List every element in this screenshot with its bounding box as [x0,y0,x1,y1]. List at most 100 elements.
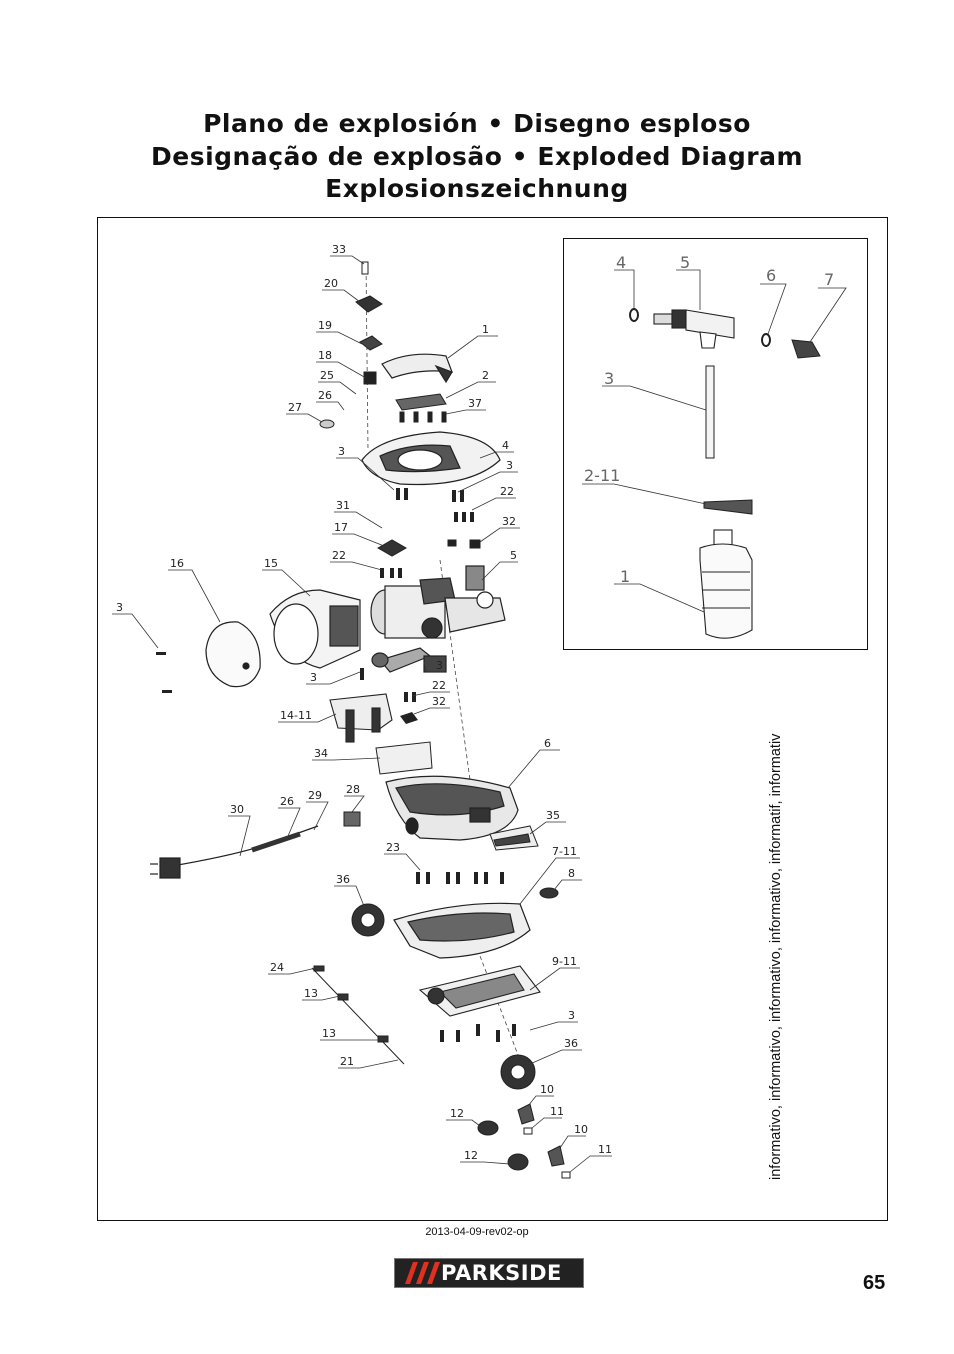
label-34: 34 [314,747,328,760]
label-29: 29 [308,789,322,802]
label-23: 23 [386,841,400,854]
title-line-3: Explosionszeichnung [325,174,629,203]
label-36b: 36 [564,1037,578,1050]
part-16-end-cap [205,621,261,688]
part-3-screws-lower [440,1024,516,1042]
part-18-switch [363,371,377,385]
part-33-screw [361,261,369,275]
revision-code: 2013-04-09-rev02-op [425,1226,529,1238]
label-31: 31 [336,499,350,512]
inset-label-5: 5 [680,253,690,272]
part-28-cable-gland [343,811,361,827]
label-18: 18 [318,349,332,362]
inset-label-6: 6 [766,266,776,285]
part-17-pcb [376,539,408,557]
inset-part-3-tube [705,365,715,459]
inset-label-2-11: 2-11 [584,466,620,485]
label-21: 21 [340,1055,354,1068]
part-22-nuts-upper [380,512,474,578]
informative-side-text: informativo, informativo, informativo, i… [768,733,784,1180]
label-37: 37 [468,397,482,410]
part-32-seal-upper [447,539,481,549]
label-16: 16 [170,557,184,570]
part-23-screws [416,872,504,884]
label-13b: 13 [322,1027,336,1040]
part-22-32-lower [360,668,418,724]
inset-label-7: 7 [824,270,834,289]
label-11b: 11 [598,1143,612,1156]
label-30: 30 [230,803,244,816]
diagram-frame [97,217,888,1221]
title-line-1: Plano de explosión • Disegno esploso [203,109,751,138]
label-3e: 3 [310,671,317,684]
label-28: 28 [346,783,360,796]
label-1: 1 [482,323,489,336]
inset-labels: 4 5 6 7 3 2-11 1 [584,253,834,586]
logo-brand-text: PARKSIDE [441,1261,562,1285]
label-5: 5 [510,549,517,562]
label-9-11: 9-11 [552,955,577,968]
label-14-11: 14-11 [280,709,312,722]
label-3c: 3 [116,601,123,614]
label-33: 33 [332,243,346,256]
inset-label-1: 1 [620,567,630,586]
label-24: 24 [270,961,284,974]
inset-label-4: 4 [616,253,626,272]
label-25: 25 [320,369,334,382]
label-12a: 12 [450,1107,464,1120]
label-3b: 3 [506,459,513,472]
label-2: 2 [482,369,489,382]
label-4: 4 [502,439,509,452]
part-30-power-cable [150,825,319,879]
label-22c: 22 [432,679,446,692]
part-labels: 33 20 19 18 25 26 27 1 2 37 3 4 3 22 31 … [116,243,612,1162]
label-27: 27 [288,401,302,414]
part-9-11-bottom-plate [418,965,541,1017]
part-4-top-housing [361,431,501,486]
label-20: 20 [324,277,338,290]
label-6: 6 [544,737,551,750]
label-36a: 36 [336,873,350,886]
label-12b: 12 [464,1149,478,1162]
logo-slashes-icon [405,1262,440,1284]
label-17: 17 [334,521,348,534]
inset-part-5-nozzle [653,309,735,349]
inset-part-4-seal [629,308,639,322]
part-19-switch-plate [359,335,383,351]
label-15: 15 [264,557,278,570]
part-6-middle-housing [385,775,519,841]
label-26a: 26 [318,389,332,402]
label-26b: 26 [280,795,294,808]
part-34-cover-plate [375,741,433,775]
label-3f: 3 [568,1009,575,1022]
part-7-11-base-housing [393,902,531,959]
label-10b: 10 [574,1123,588,1136]
label-22a: 22 [500,485,514,498]
part-20-switch-cover [355,295,383,313]
label-3d: 3 [436,659,443,672]
part-35-filter [489,825,539,851]
inset-part-1-bottle [699,529,753,639]
label-35: 35 [546,809,560,822]
part-1-handle [381,353,453,384]
part-36-wheel-lower [500,1054,536,1090]
inset-part-2-11-cap [703,499,753,515]
label-10a: 10 [540,1083,554,1096]
parkside-logo: PARKSIDE [395,1259,583,1287]
part-36-wheel-upper [351,903,385,937]
page-number: 65 [863,1272,886,1294]
label-3a: 3 [338,445,345,458]
label-32a: 32 [502,515,516,528]
part-3-screws-upper [396,488,464,502]
label-22b: 22 [332,549,346,562]
label-7-11: 7-11 [552,845,577,858]
label-13a: 13 [304,987,318,1000]
inset-label-3: 3 [604,369,614,388]
inset-part-6-seal [761,333,771,347]
part-14-11-hose-holder [329,693,393,743]
part-2-bracket [395,393,447,423]
label-8: 8 [568,867,575,880]
part-3-screws-side [156,652,172,693]
part-24-13-21-axle [311,965,405,1065]
